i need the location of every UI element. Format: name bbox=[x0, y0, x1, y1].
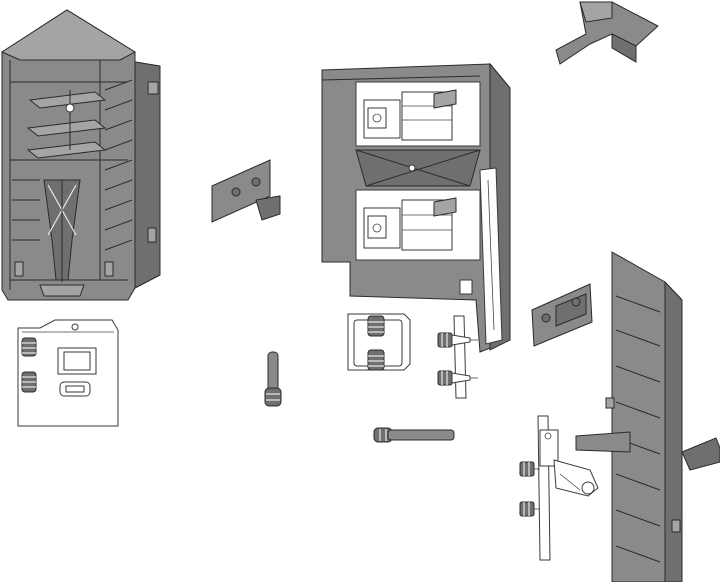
dowel-pin-horizontal bbox=[373, 427, 455, 443]
top-right-corner-clip bbox=[555, 1, 659, 65]
center-plate-screw-upper bbox=[367, 315, 385, 337]
left-plate-screw-upper bbox=[21, 337, 37, 357]
bottom-hinge-mechanism bbox=[519, 415, 631, 561]
side-fixing-plate bbox=[437, 315, 478, 399]
hinge-screw-lower bbox=[519, 501, 540, 517]
side-plate-screw-upper bbox=[437, 332, 478, 348]
dowel-pin-vertical bbox=[264, 351, 282, 407]
left-plate-screw-lower bbox=[21, 371, 37, 393]
center-plate-screw-lower bbox=[367, 349, 385, 371]
center-front-fixing-plate bbox=[347, 313, 411, 371]
left-adapter-plate bbox=[17, 319, 119, 427]
side-plate-screw-lower bbox=[437, 370, 478, 386]
left-housing-assembly bbox=[0, 9, 161, 301]
small-bracket-clip bbox=[211, 159, 281, 223]
center-drawer-box-assembly bbox=[321, 62, 511, 353]
right-housing-side-panel bbox=[605, 251, 720, 582]
right-bracket-clip bbox=[531, 283, 593, 347]
hinge-screw-upper bbox=[519, 461, 540, 477]
